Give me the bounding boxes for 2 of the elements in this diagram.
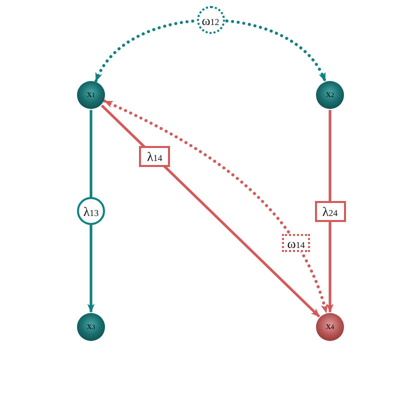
arrow [326,110,334,313]
dotted-arrow [94,18,326,82]
